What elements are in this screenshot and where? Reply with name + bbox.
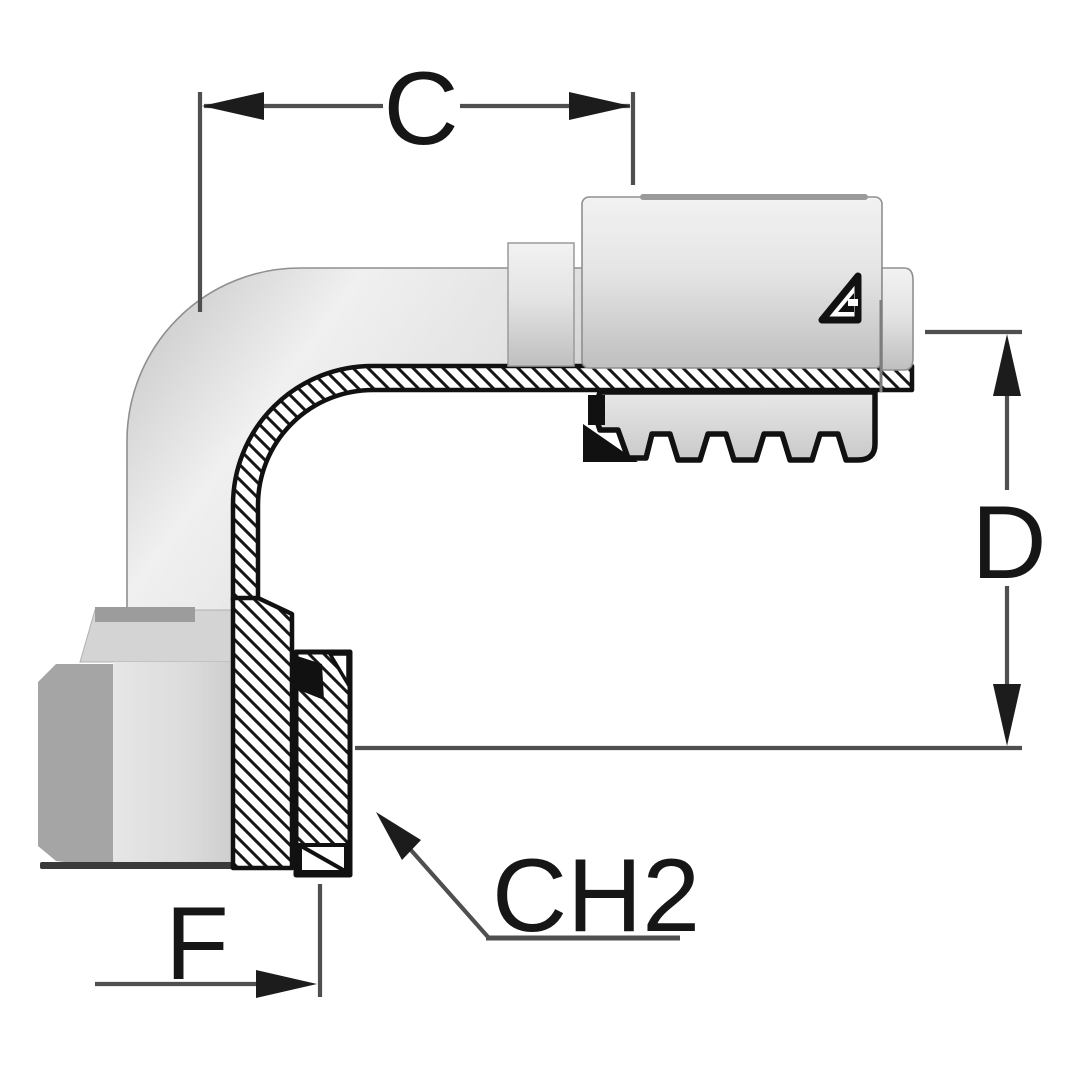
flare-sleeve-notch [326,652,350,691]
dimension-d [355,329,1022,751]
ch2-leader-line [408,847,490,939]
serrated-insert [591,389,878,463]
section-flare-sleeve-hatched [293,649,353,878]
hose-end-step [881,267,914,371]
ch2-arrow [376,812,421,860]
dim-c-label: C [383,51,458,167]
manufacturer-logo-icon [818,272,862,324]
dim-d-arrow-top [993,334,1021,396]
ferrule-shell [581,196,883,369]
dim-c-arrow-left [202,92,264,120]
dim-d-label: D [971,485,1046,601]
shoulder-shadow-band [95,607,195,622]
flare-sleeve-tip-chamfer [300,844,346,873]
dimension-f [95,884,323,997]
callout-ch2: CH2 [376,812,700,954]
insert-left-wedge [583,424,638,462]
dim-d-arrow-bottom [993,684,1021,746]
dim-f-arrow [256,970,317,998]
section-nozzle-hatched [230,595,295,871]
ferrule-top-edge [640,194,868,200]
collar-ring [507,242,575,367]
flare-sleeve-corner-detail [294,655,324,700]
ch2-label: CH2 [492,838,700,954]
fitting-illustration [38,194,915,878]
dim-f-label: F [165,886,229,1002]
dim-c-arrow-right [569,92,631,120]
hex-nut-light-facet [113,662,235,868]
insert-left-detail [588,395,605,425]
hex-nut-dark-facet [38,664,113,868]
